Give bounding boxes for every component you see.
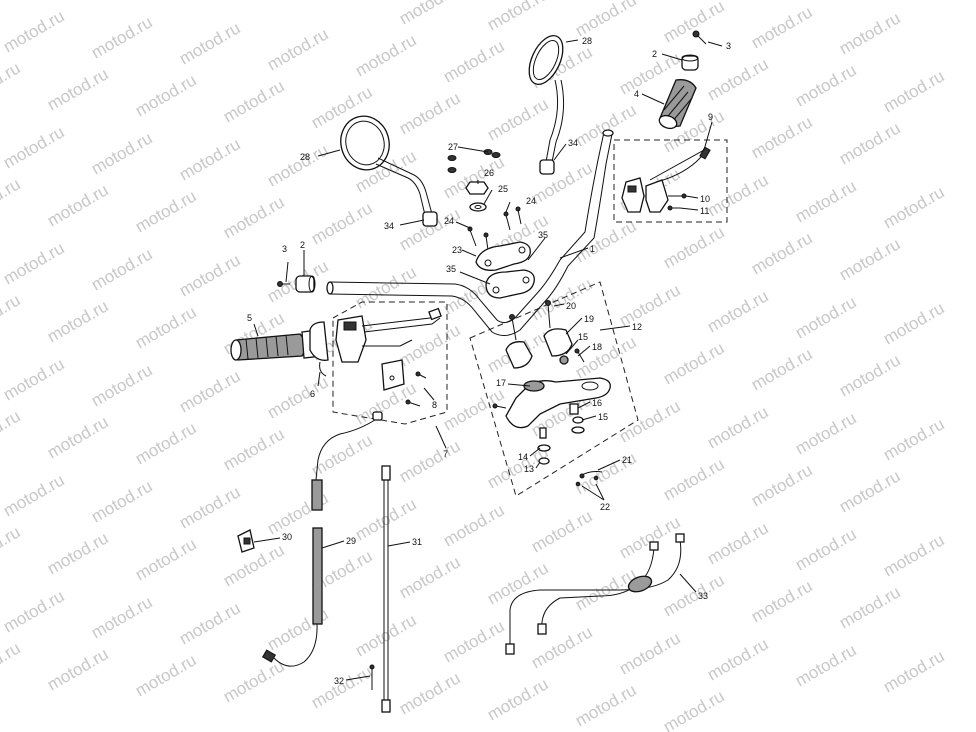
group-box-9 (613, 139, 728, 223)
callout-10: 10 (700, 194, 710, 204)
callout-3: 3 (726, 41, 731, 51)
callout-11: 11 (700, 206, 709, 216)
callout-18: 18 (592, 342, 602, 352)
callout-27: 27 (448, 142, 458, 152)
callout-25: 25 (498, 184, 508, 194)
callout-17: 17 (496, 378, 506, 388)
callout-29: 29 (346, 536, 356, 546)
right-switch (621, 146, 711, 213)
callout-7: 7 (443, 449, 448, 459)
callout-14: 14 (518, 452, 528, 462)
callout-30: 30 (282, 532, 292, 542)
top-yoke (492, 300, 611, 465)
callout-13: 13 (524, 464, 534, 474)
group-box-12 (469, 281, 639, 497)
callout-26: 26 (484, 168, 494, 178)
callout-22: 22 (600, 502, 610, 512)
callout-2: 2 (652, 49, 657, 59)
left-switch (309, 307, 442, 407)
callout-12: 12 (632, 322, 642, 332)
callout-28: 28 (582, 36, 592, 46)
callout-8: 8 (432, 400, 437, 410)
callout-1: 1 (590, 244, 595, 254)
callout-4: 4 (634, 89, 639, 99)
callout-24: 24 (526, 196, 536, 206)
clutch-cable (237, 411, 383, 667)
callout-16: 16 (592, 398, 602, 408)
handlebar-clamps (475, 241, 535, 299)
mirror-left (340, 115, 438, 227)
handlebar (326, 129, 614, 336)
group-box-7 (332, 301, 448, 425)
callout-23: 23 (452, 245, 462, 255)
clips-21-22 (575, 471, 603, 487)
callout-24: 24 (444, 216, 454, 226)
mirror-right (528, 35, 565, 175)
callout-3: 3 (282, 244, 287, 254)
callout-20: 20 (566, 301, 576, 311)
callout-35: 35 (446, 264, 456, 274)
callout-19: 19 (584, 314, 594, 324)
small-parts-top (447, 149, 522, 251)
callout-34: 34 (384, 221, 394, 231)
callout-15: 15 (598, 412, 608, 422)
callout-9: 9 (708, 112, 713, 122)
throttle-cables (505, 533, 685, 655)
callout-21: 21 (622, 455, 632, 465)
callout-33: 33 (698, 591, 708, 601)
callout-2: 2 (300, 240, 305, 250)
callout-15: 15 (578, 332, 588, 342)
callout-31: 31 (412, 537, 422, 547)
callout-28: 28 (300, 152, 310, 162)
callout-32: 32 (334, 676, 344, 686)
callout-5: 5 (247, 313, 252, 323)
right-grip (658, 30, 707, 130)
callout-35: 35 (538, 230, 548, 240)
callout-labels: 1 2 2 3 3 4 5 6 7 8 9 10 11 12 13 14 15 … (247, 36, 731, 686)
speedo-cable (369, 465, 391, 713)
leader-lines (253, 39, 723, 681)
callout-6: 6 (310, 389, 315, 399)
callout-34: 34 (568, 138, 578, 148)
